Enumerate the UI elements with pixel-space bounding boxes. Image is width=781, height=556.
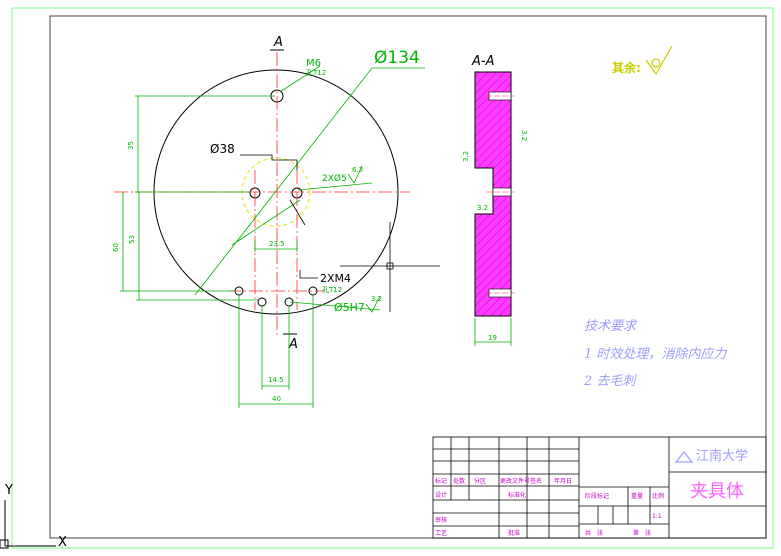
dim-53: 53 (128, 235, 136, 244)
dim-60: 60 (112, 243, 120, 252)
tech-req-item2: 2 去毛刺 (583, 374, 637, 389)
tb-zone: 分区 (474, 477, 486, 485)
tb-standardize: 标准化 (508, 491, 526, 499)
dim-40: 40 (272, 395, 281, 403)
tb-weight: 重量 (631, 492, 643, 500)
dim-14-5: 14.5 (268, 376, 284, 384)
pin-hole-leader (289, 301, 381, 311)
tb-ratio: 比例 (652, 492, 664, 500)
tb-review: 审核 (435, 516, 447, 524)
center-dia-leader (240, 154, 298, 170)
section-mark-bottom: A (288, 337, 298, 352)
section-width-dim (474, 318, 512, 346)
holes-5-label: 2XØ5 (322, 173, 347, 184)
crosshair-cursor (340, 222, 440, 312)
section-title: A-A (471, 54, 494, 69)
title-block-grid (432, 436, 767, 539)
tb-sheet: 第 张 (633, 529, 651, 537)
ra-63-label: 6.3 (352, 166, 363, 174)
tb-sign: 签名 (530, 477, 542, 485)
section-ra-2: 3.2 (462, 151, 470, 162)
tb-design: 设计 (435, 491, 447, 499)
part-name: 夹具体 (690, 481, 744, 502)
tb-approve: 批准 (508, 529, 520, 537)
vertical-dimensions (120, 95, 275, 301)
dim-35: 35 (127, 141, 135, 150)
section-mark-top: A (273, 35, 283, 50)
university-logo-icon (674, 451, 694, 463)
dim-23-5: 23.5 (269, 240, 285, 248)
m4-depth-label: 孔T12 (322, 286, 342, 294)
holes-5-leader (297, 182, 373, 191)
thread-top-label: M6 (306, 58, 321, 69)
bottom-hole-2 (257, 297, 267, 307)
tb-sheets: 共 张 (585, 529, 603, 537)
tb-craft: 工艺 (435, 529, 447, 537)
section-ra-3: 3.2 (477, 204, 488, 212)
outer-dia-leader (194, 67, 373, 296)
ra-32-label: 3.2 (371, 295, 382, 303)
section-center-lines (486, 95, 515, 294)
holes-m4-leader (299, 270, 318, 279)
inner-frame-border (49, 15, 767, 539)
outer-sheet-border (11, 7, 774, 549)
tb-count: 处数 (453, 477, 465, 485)
remaining-roughness-symbol (645, 45, 673, 76)
tb-change-doc: 更改文件号 (500, 477, 530, 485)
tech-req-item1: 1 时效处理，消除内应力 (584, 346, 727, 362)
ucs-icon (0, 500, 56, 549)
thread-top-leader (279, 65, 321, 93)
ucs-y-label: Y (4, 483, 13, 498)
roughness-symbol-1 (347, 165, 363, 184)
roughness-symbol-2 (365, 295, 381, 313)
center-dia-label: Ø38 (210, 142, 235, 156)
ucs-x-label: X (58, 535, 67, 550)
remaining-label: 其余: (612, 60, 641, 75)
outer-dia-label: Ø134 (374, 48, 420, 68)
university-name: 江南大学 (696, 448, 748, 464)
pin-hole-label: Ø5H7 (334, 301, 365, 314)
holes-m4-label: 2XM4 (320, 272, 351, 285)
horizontal-dimensions (238, 240, 314, 408)
tech-req-title: 技术要求 (584, 319, 638, 334)
tb-stage-mark: 阶段标记 (585, 492, 609, 500)
center-lines (114, 52, 410, 335)
remaining-roughness-circle (651, 58, 661, 68)
tb-scale-value: 1:1 (652, 513, 662, 520)
thread-top-depth: 孔T12 (306, 69, 326, 77)
section-ra-1: 3.2 (520, 130, 528, 141)
tb-date: 年月日 (554, 477, 572, 485)
center-diagonal-leader (231, 199, 301, 246)
center-diagonal-leader-2 (289, 199, 306, 226)
section-width-label: 19 (488, 334, 497, 342)
tb-mark: 标记 (435, 477, 447, 485)
